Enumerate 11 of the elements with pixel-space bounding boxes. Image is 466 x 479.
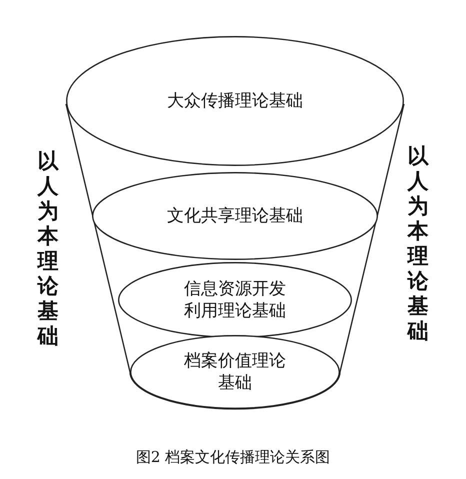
layer-label: 文化共享理论基础 bbox=[167, 205, 303, 227]
caption: 图2 档案文化传播理论关系图 bbox=[134, 448, 332, 467]
ellipse-layer bbox=[118, 262, 352, 338]
ellipse-layer bbox=[130, 335, 340, 409]
layer-label: 大众传播理论基础 bbox=[167, 90, 303, 112]
layer-label: 档案价值理论基础 bbox=[183, 350, 287, 394]
layer-label: 信息资源开发利用理论基础 bbox=[183, 278, 287, 322]
ellipse-layer bbox=[92, 172, 378, 260]
side-label: 以人为本理论基础 bbox=[406, 143, 430, 343]
side-label: 以人为本理论基础 bbox=[36, 148, 60, 348]
ellipse-layer bbox=[66, 36, 404, 166]
